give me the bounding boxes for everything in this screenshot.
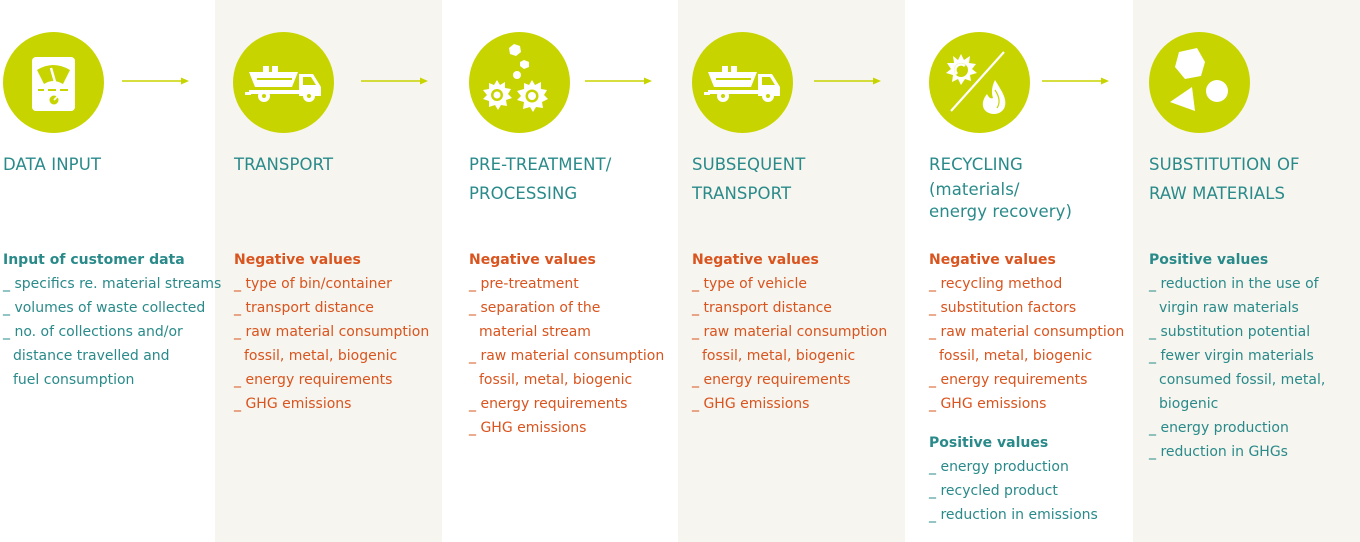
step-title-line: TRANSPORT (692, 184, 792, 203)
step-title-line: RAW MATERIALS (1149, 184, 1286, 203)
list-item: _ no. of collections and/or (3, 324, 183, 340)
list-item: _ specifics re. material streams (3, 276, 222, 292)
list-item: _ GHG emissions (234, 396, 352, 412)
section-heading: Positive values (929, 435, 1049, 451)
flow-arrow (122, 76, 190, 86)
list-item-continuation: fossil, metal, biogenic (702, 348, 856, 364)
step-title-line: SUBSEQUENT (692, 155, 806, 174)
list-item: _ raw material consumption (929, 324, 1125, 340)
step-title: SUBSTITUTION OF RAW MATERIALS (1149, 150, 1300, 208)
step-title: TRANSPORT (234, 150, 333, 179)
negative-values-section: Negative values _ pre-treatment _ separati… (469, 248, 664, 440)
flow-arrow (814, 76, 882, 86)
section-heading: Negative values (469, 252, 596, 268)
list-item-continuation: consumed fossil, metal, (1159, 372, 1326, 388)
list-item: _ reduction in GHGs (1149, 444, 1288, 460)
skip-truck-icon (692, 32, 793, 133)
negative-values-section: Negative values _ type of vehicle _ transp… (692, 248, 887, 416)
list-item-continuation: fossil, metal, biogenic (479, 372, 633, 388)
step-subtitle-line: energy recovery) (929, 202, 1072, 221)
negative-values-section: Negative values _ recycling method _ subst… (929, 248, 1124, 416)
list-item: _ reduction in the use of (1149, 276, 1319, 292)
positive-values-section: Positive values _ reduction in the use of… (1149, 248, 1325, 464)
sun-flame-icon (929, 32, 1030, 133)
list-item: _ energy requirements (692, 372, 851, 388)
list-item-continuation: biogenic (1159, 396, 1219, 412)
step-title-line: DATA INPUT (3, 155, 102, 174)
list-item: _ substitution potential (1149, 324, 1311, 340)
list-item: _ reduction in emissions (929, 507, 1098, 523)
step-title: PRE-TREATMENT/PROCESSING (469, 150, 611, 208)
gears-icon (469, 32, 570, 133)
list-item: _ energy production (929, 459, 1069, 475)
list-item: _ GHG emissions (692, 396, 810, 412)
list-item-continuation: fossil, metal, biogenic (939, 348, 1093, 364)
list-item-continuation: fuel consumption (13, 372, 135, 388)
list-item: _ pre-treatment (469, 276, 579, 292)
negative-values-section: Negative values _ type of bin/container _ … (234, 248, 429, 416)
gauge-meter-icon (3, 32, 104, 133)
list-item: _ transport distance (692, 300, 832, 316)
list-item: _ GHG emissions (469, 420, 587, 436)
skip-truck-icon (233, 32, 334, 133)
list-item: _ separation of the (469, 300, 601, 316)
step-title: RECYCLING (materials/energy recovery) (929, 150, 1072, 223)
step-title-line: TRANSPORT (234, 155, 334, 174)
list-item: _ transport distance (234, 300, 374, 316)
step-title-line: PRE-TREATMENT/ (469, 155, 612, 174)
step-title-line: SUBSTITUTION OF (1149, 155, 1300, 174)
list-item: _ recycling method (929, 276, 1063, 292)
section-heading: Positive values (1149, 252, 1269, 268)
step-title-line: RECYCLING (929, 155, 1023, 174)
section-heading: Negative values (929, 252, 1056, 268)
positive-values-section: Positive values _ energy production _ recy… (929, 431, 1098, 527)
list-item-continuation: distance travelled and (13, 348, 170, 364)
list-item: _ energy requirements (234, 372, 393, 388)
list-item: _ fewer virgin materials (1149, 348, 1314, 364)
list-item-continuation: fossil, metal, biogenic (244, 348, 398, 364)
positive-values-section: Input of customer data _ specifics re. ma… (3, 248, 221, 392)
step-subtitle-line: (materials/ (929, 180, 1020, 199)
flow-arrow (1042, 76, 1110, 86)
list-item: _ recycled product (929, 483, 1058, 499)
step-title-line: PROCESSING (469, 184, 578, 203)
list-item-continuation: virgin raw materials (1159, 300, 1299, 316)
list-item: _ raw material consumption (234, 324, 430, 340)
section-heading: Input of customer data (3, 252, 185, 268)
step-title: DATA INPUT (3, 150, 101, 179)
list-item: _ raw material consumption (692, 324, 888, 340)
list-item: _ type of vehicle (692, 276, 807, 292)
section-heading: Negative values (692, 252, 819, 268)
list-item-continuation: material stream (479, 324, 591, 340)
flow-arrow (361, 76, 429, 86)
shapes-icon (1149, 32, 1250, 133)
list-item: _ substitution factors (929, 300, 1077, 316)
step-title: SUBSEQUENT TRANSPORT (692, 150, 805, 208)
list-item: _ type of bin/container (234, 276, 392, 292)
list-item: _ energy production (1149, 420, 1289, 436)
list-item: _ energy requirements (469, 396, 628, 412)
section-heading: Negative values (234, 252, 361, 268)
flow-arrow (585, 76, 653, 86)
list-item: _ energy requirements (929, 372, 1088, 388)
list-item: _ raw material consumption (469, 348, 665, 364)
list-item: _ GHG emissions (929, 396, 1047, 412)
list-item: _ volumes of waste collected (3, 300, 206, 316)
